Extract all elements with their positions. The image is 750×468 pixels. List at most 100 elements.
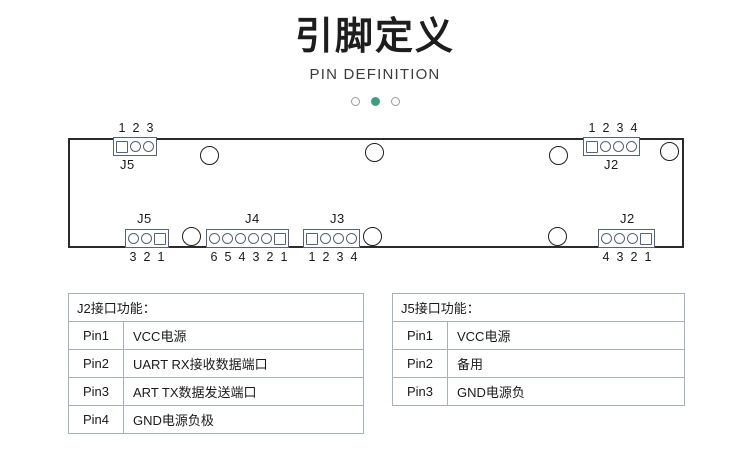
table-row: J5接口功能： <box>392 293 685 322</box>
pin-2 <box>627 233 638 244</box>
pin-6 <box>209 233 220 244</box>
mounting-hole-icon <box>660 142 679 161</box>
desc-cell: ART TX数据发送端口 <box>123 377 364 406</box>
connector-j2-top[interactable] <box>583 137 640 156</box>
pin-1 <box>154 232 166 245</box>
table-row: Pin3 GND电源负 <box>392 377 685 406</box>
table-j2-pin-functions: J2接口功能： Pin1 VCC电源 Pin2 UART RX接收数据端口 Pi… <box>68 293 364 434</box>
page-dot-2[interactable] <box>370 96 380 106</box>
table-row: Pin1 VCC电源 <box>392 321 685 350</box>
pin-2 <box>320 233 331 244</box>
pin-2 <box>141 233 152 244</box>
pin-1 <box>586 140 598 153</box>
pin-1 <box>116 140 128 153</box>
mounting-hole-icon <box>200 146 219 165</box>
j3-bottom-pin-numbers: 1 2 3 4 <box>305 250 361 264</box>
desc-cell: UART RX接收数据端口 <box>123 349 364 378</box>
pin-number: 4 <box>630 121 638 135</box>
connector-j5-top[interactable] <box>113 137 157 156</box>
desc-cell: GND电源负极 <box>123 405 364 434</box>
table-row: Pin4 GND电源负极 <box>68 405 364 434</box>
connector-label-j5-top: J5 <box>120 157 135 172</box>
pin-cell: Pin2 <box>392 349 448 378</box>
pin-4 <box>235 233 246 244</box>
pin-number: 4 <box>602 250 610 264</box>
pin-3 <box>614 233 625 244</box>
connector-j2-bottom[interactable] <box>598 229 655 248</box>
connector-j4-bottom[interactable] <box>206 229 289 248</box>
pin-number: 1 <box>157 250 165 264</box>
page-title-en: PIN DEFINITION <box>309 65 441 83</box>
table-j2-header: J2接口功能： <box>68 293 364 322</box>
j5-top-pin-numbers: 1 2 3 <box>115 121 157 135</box>
connector-label-j4-bottom: J4 <box>245 211 260 226</box>
table-row: Pin2 备用 <box>392 349 685 378</box>
desc-cell: GND电源负 <box>447 377 685 406</box>
mounting-hole-icon <box>549 146 568 165</box>
pin-number: 4 <box>238 250 246 264</box>
pin-number: 3 <box>616 250 624 264</box>
table-j5-header: J5接口功能： <box>392 293 685 322</box>
pin-number: 4 <box>350 250 358 264</box>
pin-number: 2 <box>266 250 274 264</box>
j4-bottom-pin-numbers: 6 5 4 3 2 1 <box>207 250 291 264</box>
connector-j3-bottom[interactable] <box>303 229 360 248</box>
pin-number: 2 <box>322 250 330 264</box>
pin-3 <box>128 233 139 244</box>
pin-cell: Pin1 <box>392 321 448 350</box>
desc-cell: VCC电源 <box>447 321 685 350</box>
table-row: J2接口功能： <box>68 293 364 322</box>
pin-4 <box>346 233 357 244</box>
desc-cell: VCC电源 <box>123 321 364 350</box>
page-title-cn: 引脚定义 <box>294 16 455 58</box>
pin-number: 1 <box>644 250 652 264</box>
connector-label-j5-bottom: J5 <box>137 211 152 226</box>
j2-top-pin-numbers: 1 2 3 4 <box>585 121 641 135</box>
pin-1 <box>274 232 286 245</box>
pin-3 <box>143 141 154 152</box>
page-dot-3[interactable] <box>390 96 400 106</box>
pin-4 <box>626 141 637 152</box>
pin-number: 1 <box>588 121 596 135</box>
connector-label-j2-bottom: J2 <box>620 211 635 226</box>
pin-number: 2 <box>143 250 151 264</box>
pin-2 <box>130 141 141 152</box>
table-row: Pin2 UART RX接收数据端口 <box>68 349 364 378</box>
pin-number: 3 <box>616 121 624 135</box>
connector-label-j3-bottom: J3 <box>330 211 345 226</box>
pin-3 <box>248 233 259 244</box>
pin-number: 3 <box>129 250 137 264</box>
pin-2 <box>261 233 272 244</box>
connector-j5-bottom[interactable] <box>125 229 169 248</box>
pcb-outline <box>68 138 684 248</box>
page-header: 引脚定义 PIN DEFINITION <box>0 0 750 106</box>
page-dot-1[interactable] <box>350 96 360 106</box>
pin-cell: Pin1 <box>68 321 124 350</box>
pin-2 <box>600 141 611 152</box>
pin-number: 3 <box>336 250 344 264</box>
desc-cell: 备用 <box>447 349 685 378</box>
pin-number: 3 <box>146 121 154 135</box>
mounting-hole-icon <box>363 227 382 246</box>
j2-bottom-pin-numbers: 4 3 2 1 <box>599 250 655 264</box>
pin-4 <box>601 233 612 244</box>
pin-number: 3 <box>252 250 260 264</box>
table-row: Pin3 ART TX数据发送端口 <box>68 377 364 406</box>
pin-number: 2 <box>602 121 610 135</box>
pin-number: 2 <box>132 121 140 135</box>
pin-number: 1 <box>308 250 316 264</box>
pin-1 <box>306 232 318 245</box>
table-j5-pin-functions: J5接口功能： Pin1 VCC电源 Pin2 备用 Pin3 GND电源负 <box>392 293 685 406</box>
pin-cell: Pin3 <box>392 377 448 406</box>
pin-1 <box>640 232 652 245</box>
mounting-hole-icon <box>548 227 567 246</box>
connector-label-j2-top: J2 <box>604 157 619 172</box>
j5-bottom-pin-numbers: 3 2 1 <box>126 250 168 264</box>
pin-3 <box>613 141 624 152</box>
pin-number: 1 <box>280 250 288 264</box>
pin-cell: Pin3 <box>68 377 124 406</box>
pin-number: 2 <box>630 250 638 264</box>
pin-cell: Pin4 <box>68 405 124 434</box>
pin-number: 5 <box>224 250 232 264</box>
pin-number: 6 <box>210 250 218 264</box>
